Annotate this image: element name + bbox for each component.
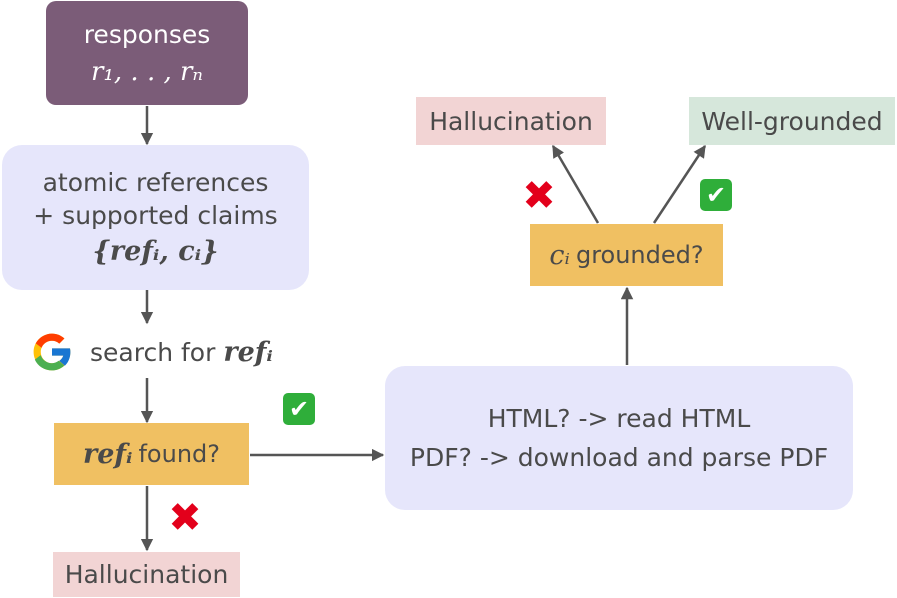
retrieve-line1: HTML? -> read HTML <box>487 404 751 433</box>
halluc-bottom-label: Hallucination <box>64 560 229 589</box>
atomic-math: {refᵢ, cᵢ} <box>92 236 219 267</box>
cross-mark-icon: ✖ <box>168 495 202 541</box>
arrow-grounded-to-well-grounded <box>652 144 707 224</box>
search-math: refᵢ <box>223 336 273 368</box>
atomic-line2: + supported claims <box>33 201 278 230</box>
found-label: found? <box>138 440 220 468</box>
well-grounded-node: Well-grounded <box>689 97 895 145</box>
arrow-grounded-to-hallucination <box>551 144 600 224</box>
found-math: refᵢ <box>82 438 133 470</box>
check-mark-icon: ✔ <box>700 179 732 211</box>
grounded-math: cᵢ <box>549 239 570 271</box>
hallucination-bottom-node: Hallucination <box>53 552 240 597</box>
google-logo-icon <box>33 333 72 371</box>
atomic-line1: atomic references <box>42 168 269 197</box>
grounded-label: grounded? <box>575 241 704 269</box>
hallucination-top-node: Hallucination <box>416 97 606 145</box>
responses-label: responses <box>83 19 211 49</box>
ref-found-decision: refᵢ found? <box>54 423 249 485</box>
responses-node: responses r₁, . . , rₙ <box>46 1 248 105</box>
halluc-top-label: Hallucination <box>429 106 593 136</box>
search-prefix: search for <box>90 337 216 367</box>
atomic-references-node: atomic references + supported claims {re… <box>2 145 309 290</box>
claim-grounded-decision: cᵢ grounded? <box>530 224 723 286</box>
search-step: search for refᵢ <box>28 328 273 376</box>
responses-math: r₁, . . , rₙ <box>91 56 203 87</box>
check-mark-icon: ✔ <box>283 393 315 425</box>
cross-mark-icon: ✖ <box>522 173 556 219</box>
well-grounded-label: Well-grounded <box>701 106 883 136</box>
retrieve-line2: PDF? -> download and parse PDF <box>409 443 829 472</box>
retrieve-source-node: HTML? -> read HTML PDF? -> download and … <box>385 366 853 510</box>
